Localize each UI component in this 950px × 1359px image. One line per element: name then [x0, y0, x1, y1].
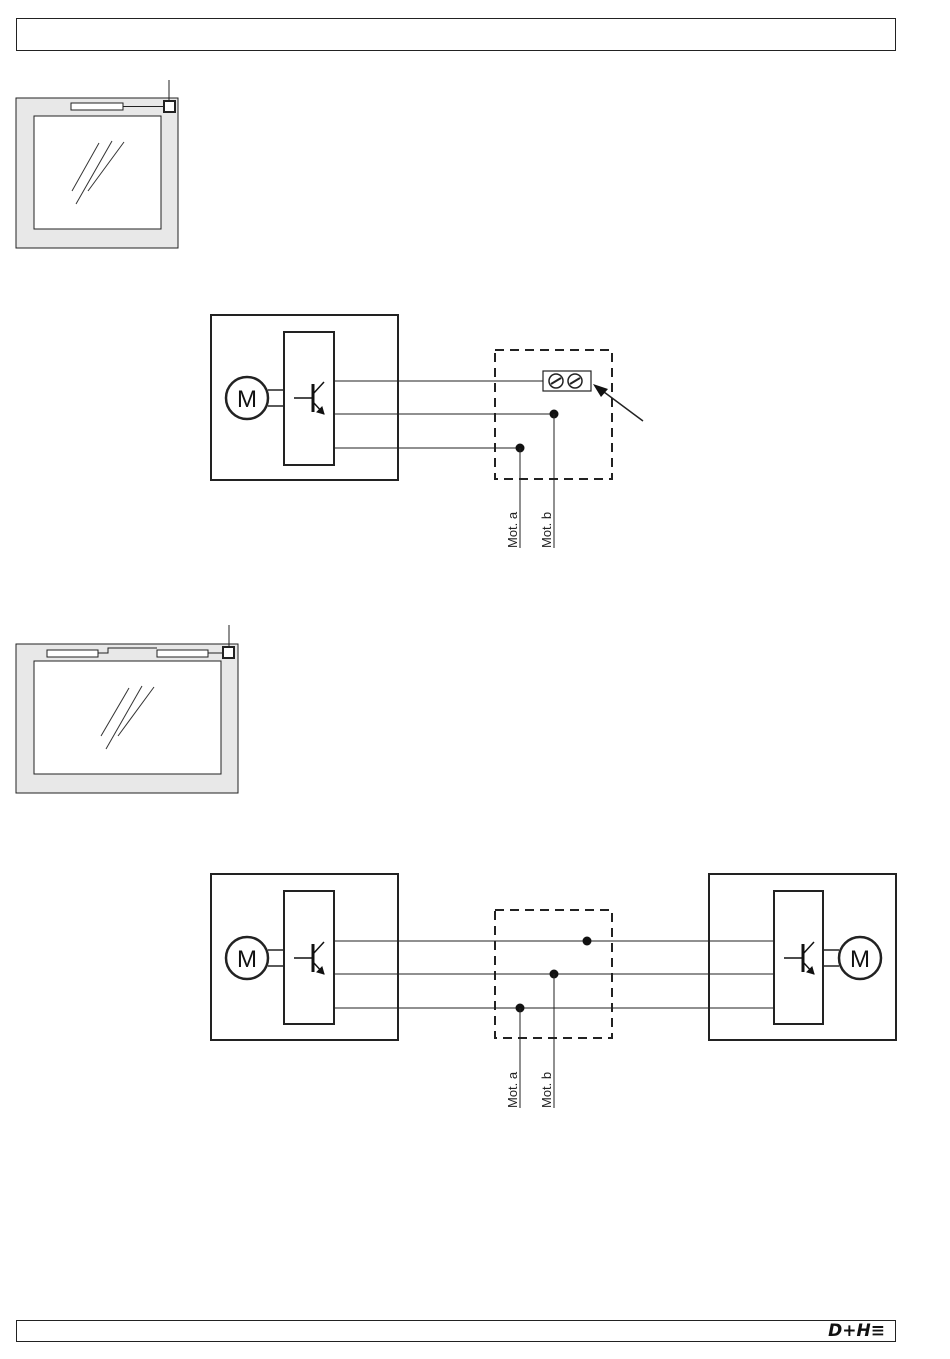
wire-label-mot-b: Mot. b: [539, 1072, 554, 1108]
motor-right-label: M: [850, 946, 870, 973]
motor-label: M: [237, 386, 257, 413]
wire-node: [583, 937, 592, 946]
junction-box-marker: [223, 647, 234, 658]
actuator-bar-right: [157, 650, 208, 657]
pointer-arrow-icon: [593, 384, 643, 421]
window-illustration-single: [16, 80, 178, 248]
junction-box-marker: [164, 101, 175, 112]
brand-logo: D+H≡: [828, 1321, 885, 1341]
footer-bar: D+H≡: [16, 1320, 896, 1342]
wiring-diagram-double: M M: [211, 874, 896, 1108]
actuator-bar: [71, 103, 123, 110]
terminal-block-icon: [543, 371, 591, 391]
wire-label-mot-b: Mot. b: [539, 512, 554, 548]
transistor-icon: [294, 382, 324, 414]
actuator-bar-left: [47, 650, 98, 657]
motor-left-label: M: [237, 946, 257, 973]
window-illustration-double: [16, 625, 238, 793]
transistor-icon: [784, 942, 814, 974]
wiring-diagram-single: M: [211, 315, 643, 548]
wire-label-mot-a: Mot. a: [505, 1071, 520, 1108]
wire-label-mot-a: Mot. a: [505, 511, 520, 548]
transistor-icon: [294, 942, 324, 974]
